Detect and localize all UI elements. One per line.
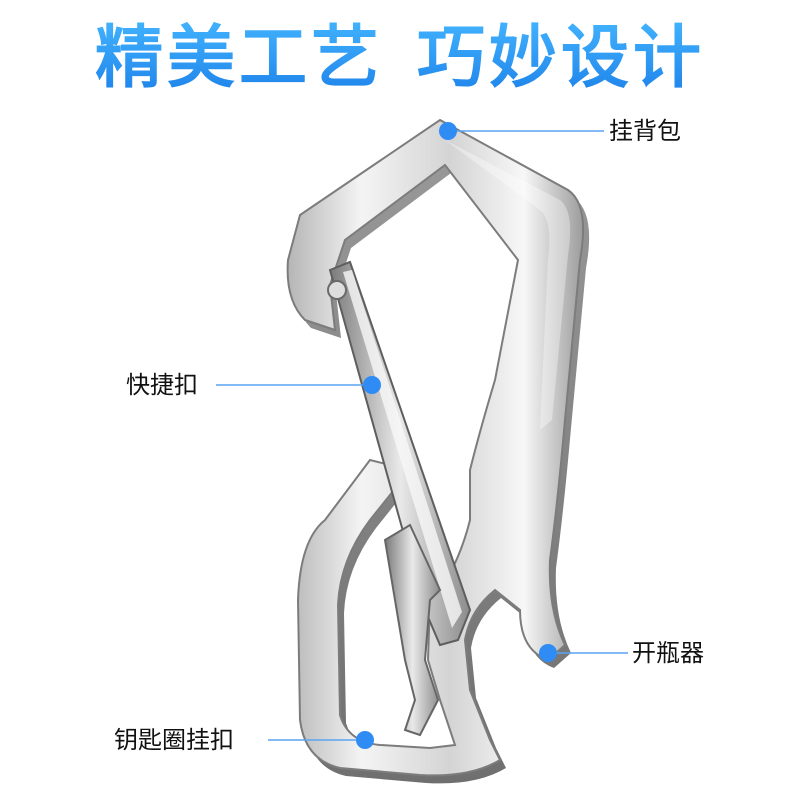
carabiner-body [286,118,590,784]
callout-label-keyring: 钥匙圈挂扣 [114,726,234,754]
callout-dot-quick-release [363,376,381,394]
callout-dots [356,122,557,749]
callout-lines [216,130,628,741]
keyring-latch [383,523,442,737]
callout-dot-keyring [356,731,374,749]
callout-dot-backpack [439,122,457,140]
callout-label-quick-release: 快捷扣 [126,371,198,399]
callout-label-backpack: 挂背包 [609,117,681,145]
callout-dot-bottle-opener [539,644,557,662]
callout-label-bottle-opener: 开瓶器 [632,639,704,667]
